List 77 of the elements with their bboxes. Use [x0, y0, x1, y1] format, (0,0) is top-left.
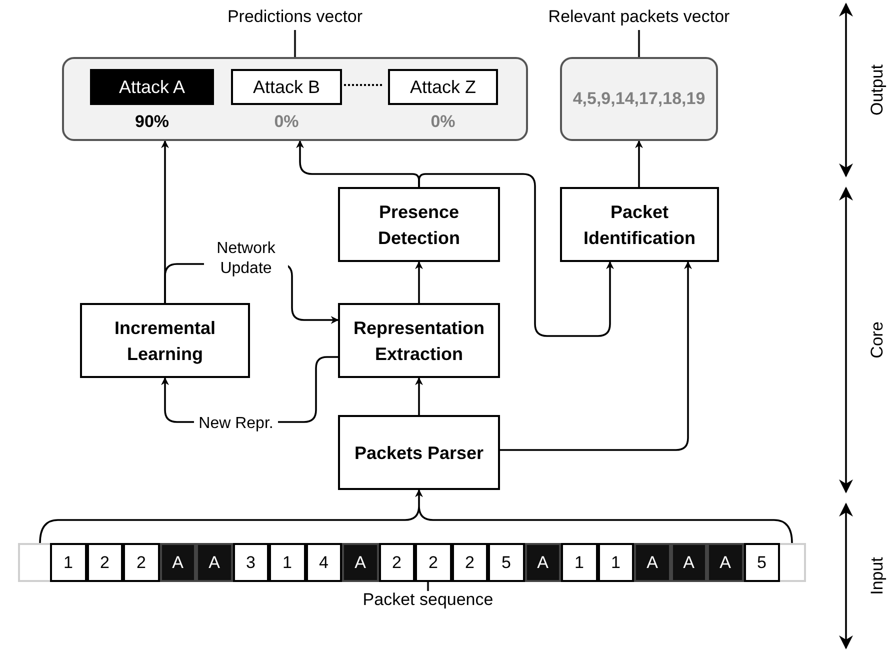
packet-cell — [524, 543, 561, 582]
process-box — [338, 415, 500, 490]
packet-label: 4 — [319, 552, 328, 574]
panel-heading: Relevant packets vector — [548, 8, 730, 25]
packet-label: 2 — [428, 552, 438, 574]
attack-class-box — [90, 69, 214, 105]
packet-cell — [50, 543, 86, 582]
packet-cell — [86, 543, 123, 582]
packet-cell — [452, 543, 488, 582]
packet-label: 1 — [611, 552, 620, 574]
packet-cell — [232, 543, 269, 582]
section-label: Input — [868, 557, 886, 595]
packet-cell — [744, 543, 780, 582]
packet-sequence-bar — [18, 543, 806, 582]
attack-class-box — [388, 69, 498, 105]
packet-cell — [634, 543, 670, 582]
packet-cell — [123, 543, 160, 582]
packet-label: A — [208, 552, 220, 574]
prediction-percentage: 0% — [430, 113, 456, 130]
packet-label: 1 — [282, 552, 292, 574]
packet-label: 2 — [136, 552, 146, 574]
packet-cell — [269, 543, 306, 582]
packet-cell — [561, 543, 598, 582]
packet-label: A — [683, 552, 694, 574]
box-label: Packet Identification — [582, 200, 696, 250]
vector-panel — [560, 57, 718, 141]
arrow — [415, 377, 423, 415]
vector-panel — [62, 57, 528, 141]
section-label: Core — [868, 322, 886, 358]
arrow — [39, 489, 793, 544]
packet-cell — [306, 543, 342, 582]
process-box — [560, 187, 719, 262]
packet-cell — [160, 543, 196, 582]
vector-values: 4,5,9,14,17,18,19 — [572, 88, 706, 110]
process-box — [338, 187, 500, 262]
box-label: Presence Detection — [376, 200, 461, 250]
packet-cell — [342, 543, 378, 582]
process-box — [80, 303, 250, 378]
packet-label: 3 — [246, 552, 256, 574]
packet-cell — [707, 543, 744, 582]
packet-label: 2 — [392, 552, 402, 574]
box-label: Incremental Learning — [113, 316, 217, 366]
attack-class-box — [231, 69, 342, 105]
packet-label: A — [646, 552, 658, 574]
packet-cell — [488, 543, 524, 582]
packet-label: 2 — [100, 552, 110, 574]
arrow — [415, 261, 423, 303]
prediction-percentage: 90% — [134, 113, 170, 130]
prediction-percentage: 0% — [274, 113, 299, 130]
packet-cell — [598, 543, 634, 582]
arrow — [500, 261, 692, 451]
packet-label: A — [172, 552, 184, 574]
packet-label: 1 — [574, 552, 584, 574]
section-label: Output — [868, 64, 886, 116]
sequence-caption: Packet sequence — [362, 591, 494, 608]
packet-cell — [196, 543, 232, 582]
class-name: Attack B — [252, 76, 320, 98]
packet-label: A — [354, 552, 366, 574]
packet-label: A — [537, 552, 548, 574]
edge-label: New Repr. — [194, 414, 278, 434]
packet-label: 1 — [64, 552, 73, 574]
edge-label: Network Update — [204, 239, 288, 279]
panel-heading: Predictions vector — [227, 8, 363, 25]
packet-cell — [670, 543, 707, 582]
class-name: Attack A — [118, 76, 186, 98]
packet-label: 2 — [465, 552, 474, 574]
class-name: Attack Z — [410, 76, 476, 98]
packet-label: 5 — [757, 552, 766, 574]
packet-cell — [415, 543, 452, 582]
box-label: Packets Parser — [354, 442, 484, 464]
packet-label: A — [720, 552, 731, 574]
box-label: Representation Extraction — [352, 316, 486, 366]
arrow — [418, 173, 614, 337]
arrow — [635, 140, 643, 187]
packet-label: 5 — [502, 552, 511, 574]
packet-cell — [378, 543, 415, 582]
process-box — [338, 303, 500, 378]
